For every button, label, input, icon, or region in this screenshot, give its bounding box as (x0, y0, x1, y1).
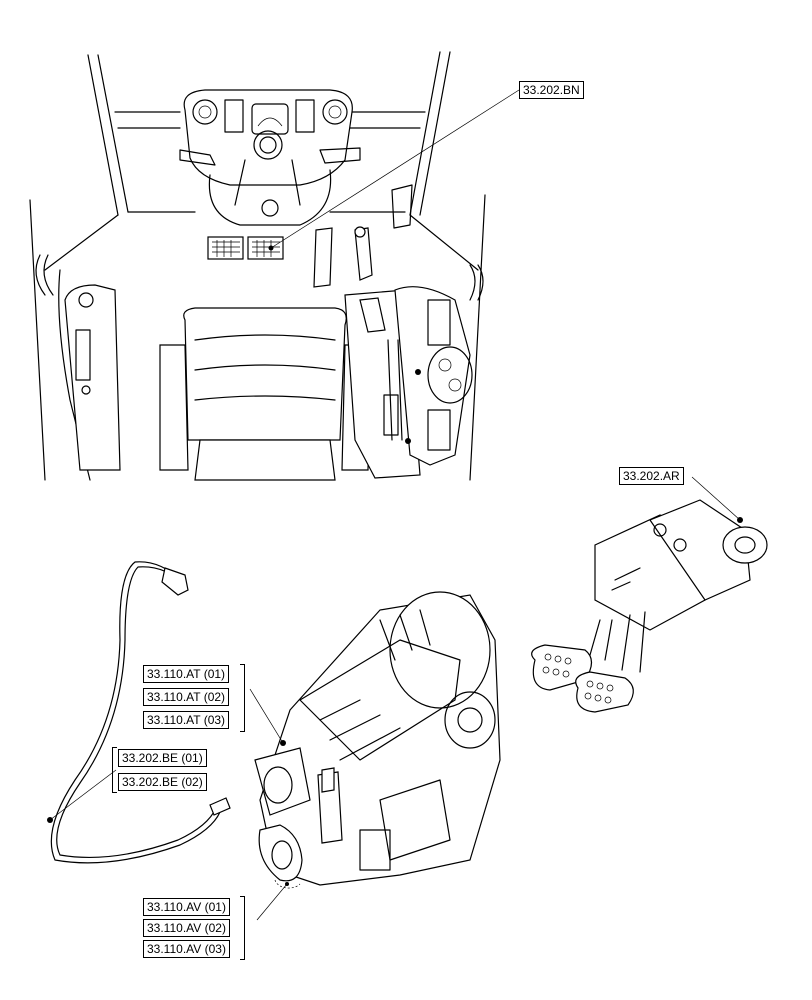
cab-illustration (29, 51, 486, 481)
callout-group-bracket-av (240, 896, 245, 960)
callout-33-202-be-01[interactable]: 33.202.BE (01) (118, 749, 207, 767)
callout-33-110-av-01[interactable]: 33.110.AV (01) (143, 898, 230, 916)
callout-33-202-bn[interactable]: 33.202.BN (519, 81, 584, 99)
leader-lines (49, 89, 741, 921)
callout-group-bracket-be (112, 747, 117, 793)
pedal-assembly-illustration (531, 499, 768, 713)
callout-group-bracket-at (240, 664, 245, 732)
callout-33-110-at-03[interactable]: 33.110.AT (03) (143, 711, 230, 729)
harness-illustration (47, 561, 231, 864)
callout-33-110-av-02[interactable]: 33.110.AV (02) (143, 919, 230, 937)
callout-33-202-be-02[interactable]: 33.202.BE (02) (118, 773, 207, 791)
callout-33-110-av-03[interactable]: 33.110.AV (03) (143, 940, 230, 958)
callout-33-110-at-01[interactable]: 33.110.AT (01) (143, 665, 230, 683)
callout-33-202-ar[interactable]: 33.202.AR (619, 467, 684, 485)
callout-33-110-at-02[interactable]: 33.110.AT (02) (143, 688, 230, 706)
transmission-illustration (254, 591, 501, 889)
